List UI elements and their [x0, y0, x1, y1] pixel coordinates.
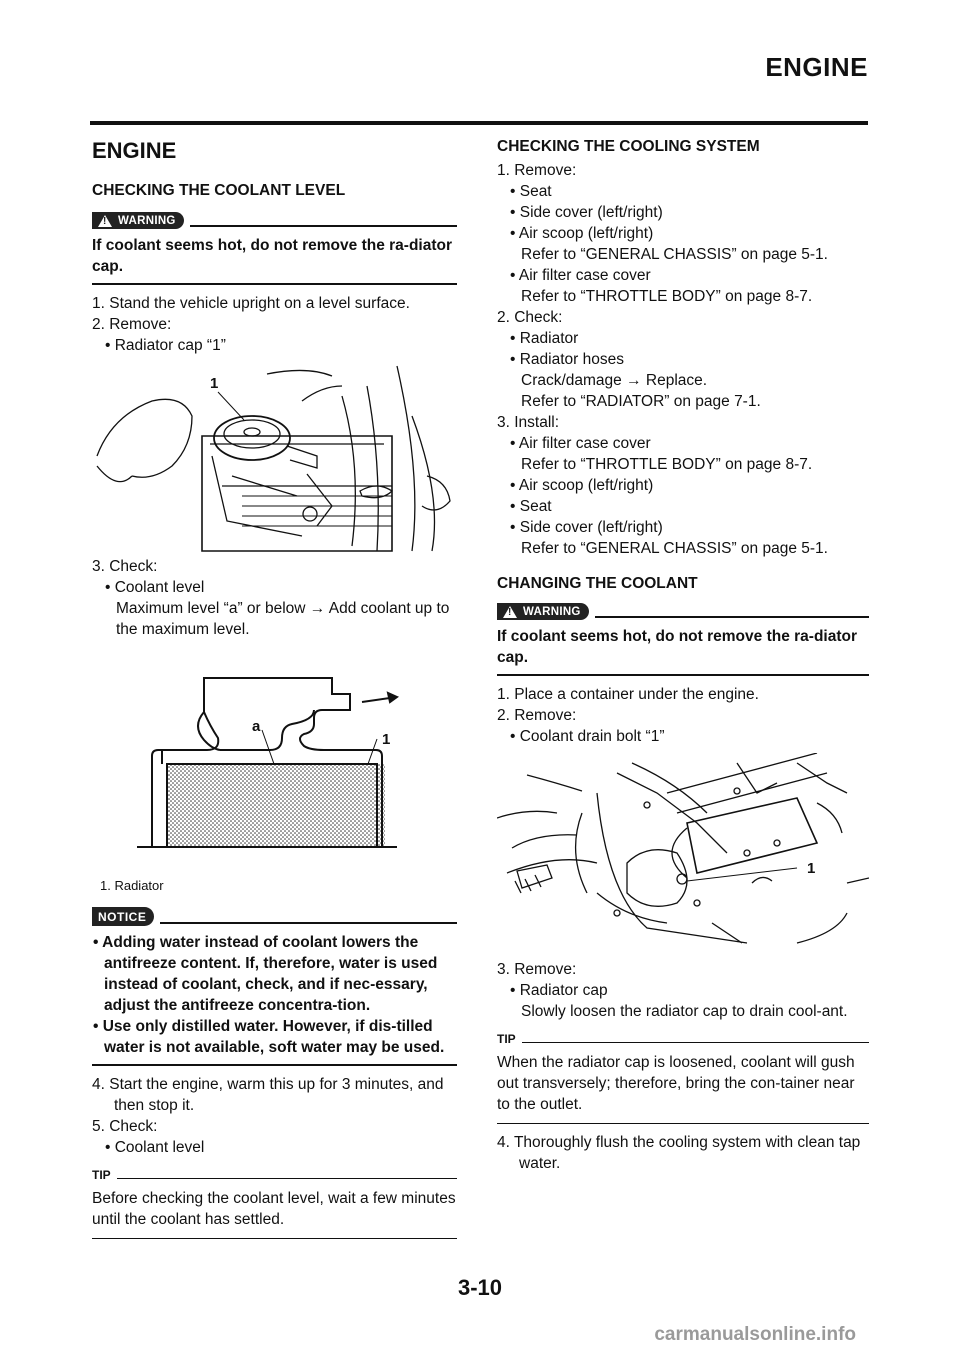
step-3-bullet: • Radiator cap [510, 982, 608, 999]
left-column: ENGINE CHECKING THE COOLANT LEVEL ! WARN… [92, 126, 457, 1247]
cooling-step-line: Refer to “THROTTLE BODY” on page 8-7. [521, 456, 813, 473]
step-3-detail: Slowly loosen the radiator cap to drain … [521, 1003, 848, 1020]
tip-text: When the radiator cap is loosened, coola… [497, 1052, 869, 1124]
tip-header: TIP [497, 1032, 869, 1046]
running-header-title: ENGINE [765, 52, 868, 82]
tip-label: TIP [92, 1168, 111, 1182]
header-rule [90, 121, 868, 125]
notice-badge: NOTICE [92, 907, 155, 926]
tip-text: Before checking the coolant level, wait … [92, 1188, 457, 1239]
warning-header: ! WARNING [497, 603, 869, 620]
step-1: 1. Place a container under the engine. [497, 686, 759, 703]
cooling-step-line: Refer to “GENERAL CHASSIS” on page 5-1. [521, 540, 828, 557]
cooling-step-line: • Seat [510, 183, 552, 200]
watermark: carmanualsonline.info [654, 1324, 856, 1345]
tip-rule [521, 1042, 869, 1043]
cooling-step-line: • Radiator hoses [510, 351, 624, 368]
cooling-step-line: • Side cover (left/right) [510, 519, 663, 536]
notice-body: • Adding water instead of coolant lowers… [92, 932, 457, 1066]
cooling-step-line: Refer to “RADIATOR” on page 7-1. [521, 393, 761, 410]
page-number: 3-10 [457, 1275, 503, 1300]
warning-triangle-icon: ! [98, 215, 112, 227]
cooling-system-steps: 1. Remove: • Seat • Side cover (left/right… [497, 160, 869, 559]
figure-3-callout-1: 1 [807, 860, 815, 877]
cooling-step-line: 2. Check: [497, 309, 563, 326]
tip-rule [116, 1178, 457, 1179]
step-4: 4. Thoroughly flush the cooling system w… [497, 1134, 861, 1172]
tip-label: TIP [497, 1032, 516, 1046]
cooling-step-line: • Side cover (left/right) [510, 204, 663, 221]
step-3-detail: Maximum level “a” or below → Add coolant… [116, 600, 450, 638]
step-3: 3. Remove: [497, 961, 577, 978]
cooling-step-line: Crack/damage → Replace. [521, 372, 708, 389]
figure-2-caption: 1. Radiator [100, 878, 164, 893]
step-2-bullet: • Coolant drain bolt “1” [510, 728, 665, 745]
warning-badge: ! WARNING [92, 212, 184, 229]
warning-label: WARNING [118, 215, 176, 227]
step-3: 3. Check: [92, 558, 158, 575]
warning-text: If coolant seems hot, do not remove the … [497, 626, 869, 676]
cooling-system-heading: CHECKING THE COOLING SYSTEM [497, 138, 760, 155]
changing-coolant-heading: CHANGING THE COOLANT [497, 575, 698, 592]
warning-label: WARNING [523, 606, 581, 618]
warning-triangle-icon: ! [503, 606, 517, 618]
cooling-step-line: Refer to “THROTTLE BODY” on page 8-7. [521, 288, 813, 305]
step-5-bullet: • Coolant level [105, 1139, 205, 1156]
step-2: 2. Remove: [92, 316, 172, 333]
notice-rule [160, 922, 457, 924]
notice-item: • Use only distilled water. However, if … [93, 1018, 445, 1056]
figure-2-callout-1: 1 [382, 731, 390, 748]
section-title: ENGINE [92, 138, 177, 163]
cooling-step-line: • Air scoop (left/right) [510, 477, 654, 494]
cooling-step-line: • Air filter case cover [510, 435, 651, 452]
drain-bolt-figure: 1 [497, 753, 869, 944]
step-1: 1. Stand the vehicle upright on a level … [92, 295, 410, 312]
coolant-level-figure: a 1 [137, 677, 400, 848]
cooling-step-line: 3. Install: [497, 414, 560, 431]
cooling-step-line: 1. Remove: [497, 162, 577, 179]
cooling-step-line: • Air filter case cover [510, 267, 651, 284]
figure-2-callout-a: a [252, 718, 261, 735]
step-5: 5. Check: [92, 1118, 158, 1135]
step-2: 2. Remove: [497, 707, 577, 724]
cooling-step-line: • Seat [510, 498, 552, 515]
warning-badge: ! WARNING [497, 603, 589, 620]
cooling-step-line: • Radiator [510, 330, 579, 347]
cooling-step-line: Refer to “GENERAL CHASSIS” on page 5-1. [521, 246, 828, 263]
warning-text: If coolant seems hot, do not remove the … [92, 235, 457, 285]
step-3-bullet: • Coolant level [105, 579, 205, 596]
step-2-bullet: • Radiator cap “1” [105, 337, 226, 354]
warning-rule [594, 616, 869, 618]
step-4: 4. Start the engine, warm this up for 3 … [92, 1076, 444, 1114]
warning-rule [189, 225, 457, 227]
coolant-level-heading: CHECKING THE COOLANT LEVEL [92, 182, 346, 199]
notice-header: NOTICE [92, 907, 457, 926]
warning-header: ! WARNING [92, 212, 457, 229]
figure-1-callout-1: 1 [210, 375, 218, 392]
tip-header: TIP [92, 1168, 457, 1182]
radiator-cap-figure: 1 [96, 365, 451, 552]
notice-item: • Adding water instead of coolant lowers… [93, 934, 438, 1014]
right-column: CHECKING THE COOLING SYSTEM 1. Remove: • … [497, 126, 869, 1174]
cooling-step-line: • Air scoop (left/right) [510, 225, 654, 242]
